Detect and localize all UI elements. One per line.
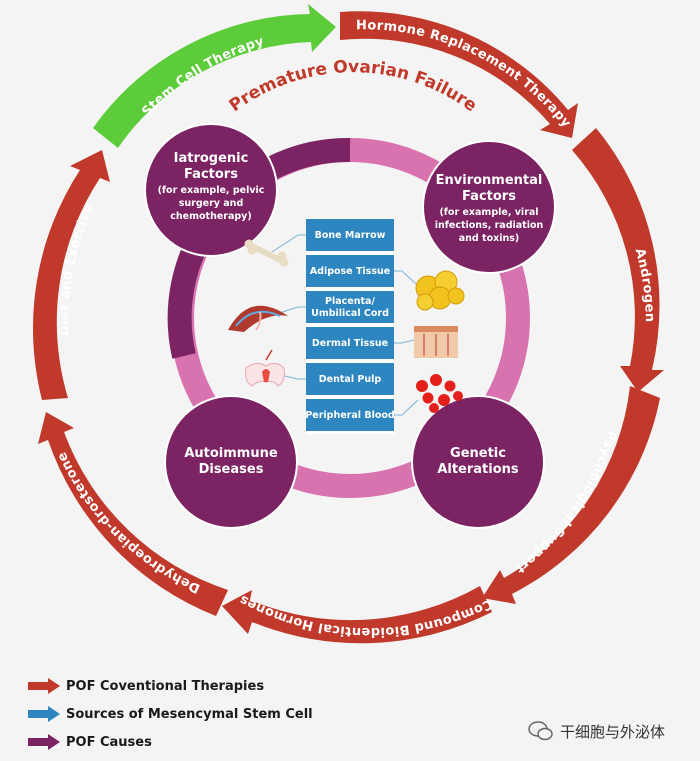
svg-text:Dental Pulp: Dental Pulp: [319, 374, 382, 385]
psychological-support-arrow: [482, 386, 660, 604]
therapy-arrows: [32, 4, 664, 644]
androgen-arrow: [572, 128, 664, 392]
dhea-arrow: [38, 412, 228, 616]
legend-item-causes: POF Causes: [28, 728, 313, 756]
svg-text:Adipose Tissue: Adipose Tissue: [310, 266, 390, 277]
svg-text:Iatrogenic: Iatrogenic: [174, 151, 249, 166]
svg-text:chemotherapy): chemotherapy): [170, 211, 251, 222]
cause-environmental: Environmental Factors (for example, vira…: [422, 140, 556, 274]
svg-text:Bone Marrow: Bone Marrow: [315, 230, 386, 241]
watermark: 干细胞与外泌体: [528, 720, 665, 742]
fat-cells-icon: [415, 270, 465, 311]
stem-cell-therapy-arrow: [93, 4, 336, 148]
blue-arrow-icon: [28, 706, 60, 722]
source-placenta-umbilical-cord: Placenta/ Umbilical Cord: [306, 291, 394, 323]
placenta-icon: [228, 305, 288, 332]
purple-arrow-icon: [28, 734, 60, 750]
svg-text:and toxins): and toxins): [459, 233, 520, 244]
svg-text:Autoimmune: Autoimmune: [184, 446, 278, 461]
cause-iatrogenic: Iatrogenic Factors (for example, pelvic …: [144, 123, 278, 257]
cause-autoimmune: Autoimmune Diseases: [164, 395, 298, 529]
source-adipose-tissue: Adipose Tissue: [306, 255, 394, 287]
source-peripheral-blood: Peripheral Blood: [305, 399, 395, 431]
svg-text:Genetic: Genetic: [450, 446, 506, 461]
svg-text:surgery and: surgery and: [179, 198, 244, 209]
legend: POF Coventional Therapies Sources of Mes…: [28, 672, 313, 756]
svg-text:(for example, viral: (for example, viral: [439, 207, 538, 218]
cause-genetic: Genetic Alterations: [411, 395, 545, 529]
pof-diagram: Stem Cell Therapy Hormone Replacement Th…: [32, 4, 664, 644]
svg-text:infections, radiation: infections, radiation: [435, 220, 544, 231]
legend-item-therapies: POF Coventional Therapies: [28, 672, 313, 700]
svg-text:Placenta/: Placenta/: [325, 296, 375, 307]
diagram-title: Premature Ovarian Failure: [226, 57, 481, 116]
tooth-icon: [245, 349, 285, 387]
skin-layers-icon: [414, 326, 458, 358]
source-dermal-tissue: Dermal Tissue: [306, 327, 394, 359]
legend-item-msc-sources: Sources of Mesencymal Stem Cell: [28, 700, 313, 728]
watermark-text: 干细胞与外泌体: [560, 722, 666, 741]
svg-text:Factors: Factors: [462, 189, 516, 204]
svg-text:Environmental: Environmental: [436, 173, 543, 188]
svg-text:Factors: Factors: [184, 167, 238, 182]
hormone-replacement-arrow: [340, 11, 578, 139]
source-dental-pulp: Dental Pulp: [306, 363, 394, 395]
svg-text:Dermal Tissue: Dermal Tissue: [312, 338, 388, 349]
diet-exercise-arrow: [32, 150, 110, 400]
svg-text:Diseases: Diseases: [199, 462, 264, 477]
compound-hormones-arrow: [222, 586, 492, 644]
svg-text:Umbilical Cord: Umbilical Cord: [311, 308, 389, 319]
wechat-icon: [528, 721, 553, 741]
bone-icon: [244, 239, 289, 267]
svg-text:Peripheral Blood: Peripheral Blood: [305, 410, 394, 421]
red-blood-cells-icon: [416, 374, 463, 413]
msc-sources-stack: Bone Marrow Adipose Tissue Placenta/ Umb…: [305, 218, 395, 434]
red-arrow-icon: [28, 678, 60, 694]
source-bone-marrow: Bone Marrow: [306, 219, 394, 251]
svg-text:Alterations: Alterations: [437, 462, 519, 477]
svg-text:(for example, pelvic: (for example, pelvic: [158, 185, 265, 196]
